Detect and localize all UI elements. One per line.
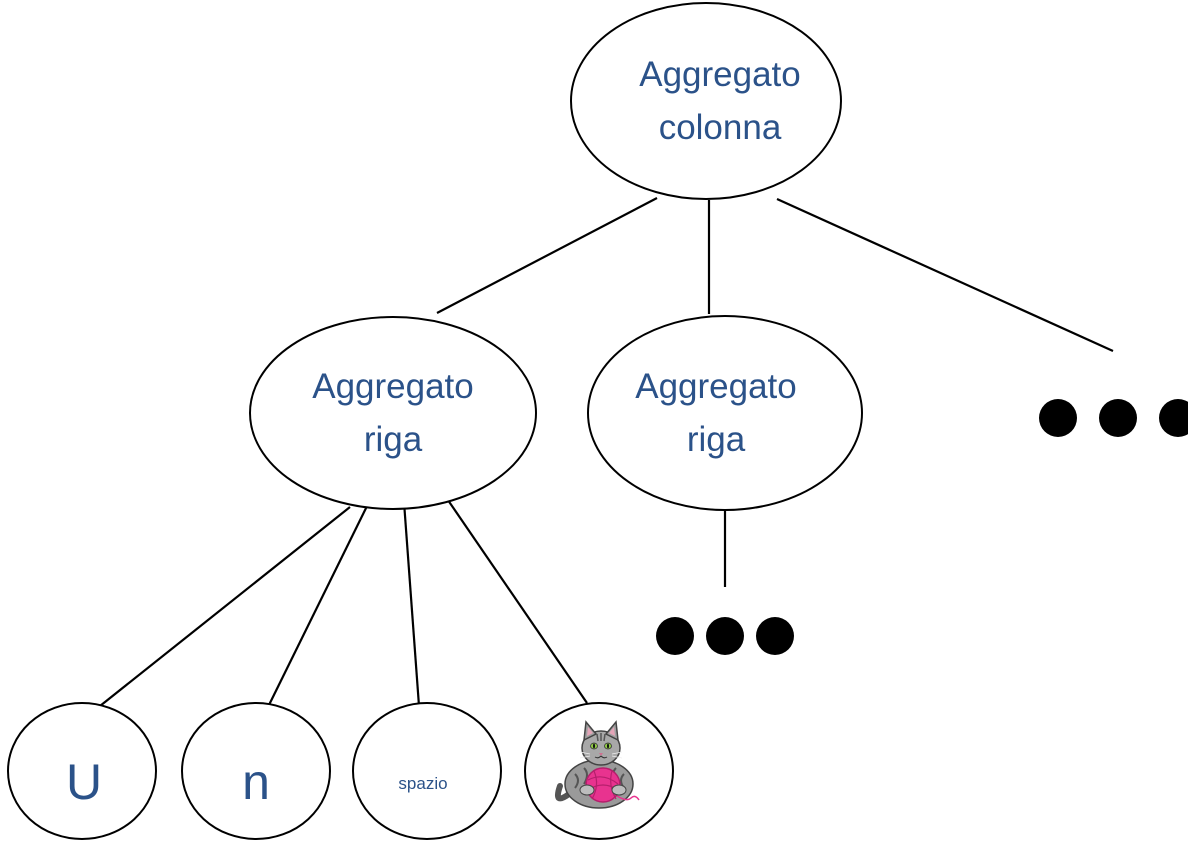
leaf-node-spazio: spazio bbox=[352, 702, 502, 840]
node-label-line2: riga bbox=[687, 420, 746, 459]
ellipsis-dot bbox=[1159, 399, 1188, 437]
leaf-label: U bbox=[66, 754, 102, 810]
edges bbox=[99, 197, 1114, 708]
leaf-ellipse bbox=[181, 702, 331, 840]
ellipsis-dot bbox=[1039, 399, 1077, 437]
leaf-ellipse bbox=[7, 702, 157, 840]
leaf-label: spazio bbox=[398, 774, 447, 793]
ellipsis-dot bbox=[656, 617, 694, 655]
node-aggregato-riga-left: Aggregato riga bbox=[249, 316, 537, 510]
cat-with-yarn-ball-icon bbox=[554, 720, 640, 809]
ellipsis-dot bbox=[756, 617, 794, 655]
leaf-ellipse bbox=[352, 702, 502, 840]
edge-rowleft-n bbox=[267, 499, 371, 708]
node-label-line1: Aggregato bbox=[635, 367, 797, 406]
leaf-node-cat bbox=[524, 702, 674, 840]
leaf-node-n: n bbox=[181, 702, 331, 840]
node-label-line2: colonna bbox=[659, 108, 782, 147]
edge-root-rowleft bbox=[436, 197, 658, 314]
node-aggregato-riga-middle: Aggregato riga bbox=[587, 315, 863, 511]
edge-rowleft-cat bbox=[438, 486, 588, 704]
edge-root-more bbox=[776, 197, 1114, 353]
leaf-label: n bbox=[242, 754, 270, 810]
leaf-node-u: U bbox=[7, 702, 157, 840]
edge-rowleft-u bbox=[99, 506, 351, 707]
node-ellipse bbox=[587, 315, 863, 511]
edge-rowleft-space bbox=[402, 501, 421, 707]
node-label-line2: riga bbox=[364, 420, 423, 459]
ellipsis-dot bbox=[1099, 399, 1137, 437]
node-label-line1: Aggregato bbox=[639, 55, 801, 94]
ellipsis-more-chars bbox=[656, 617, 794, 655]
node-label-line1: Aggregato bbox=[312, 367, 474, 406]
node-ellipse bbox=[249, 316, 537, 510]
node-aggregato-colonna: Aggregato colonna bbox=[570, 2, 842, 200]
node-ellipse bbox=[570, 2, 842, 200]
ellipsis-more-rows bbox=[1039, 399, 1188, 437]
ellipsis-dot bbox=[706, 617, 744, 655]
